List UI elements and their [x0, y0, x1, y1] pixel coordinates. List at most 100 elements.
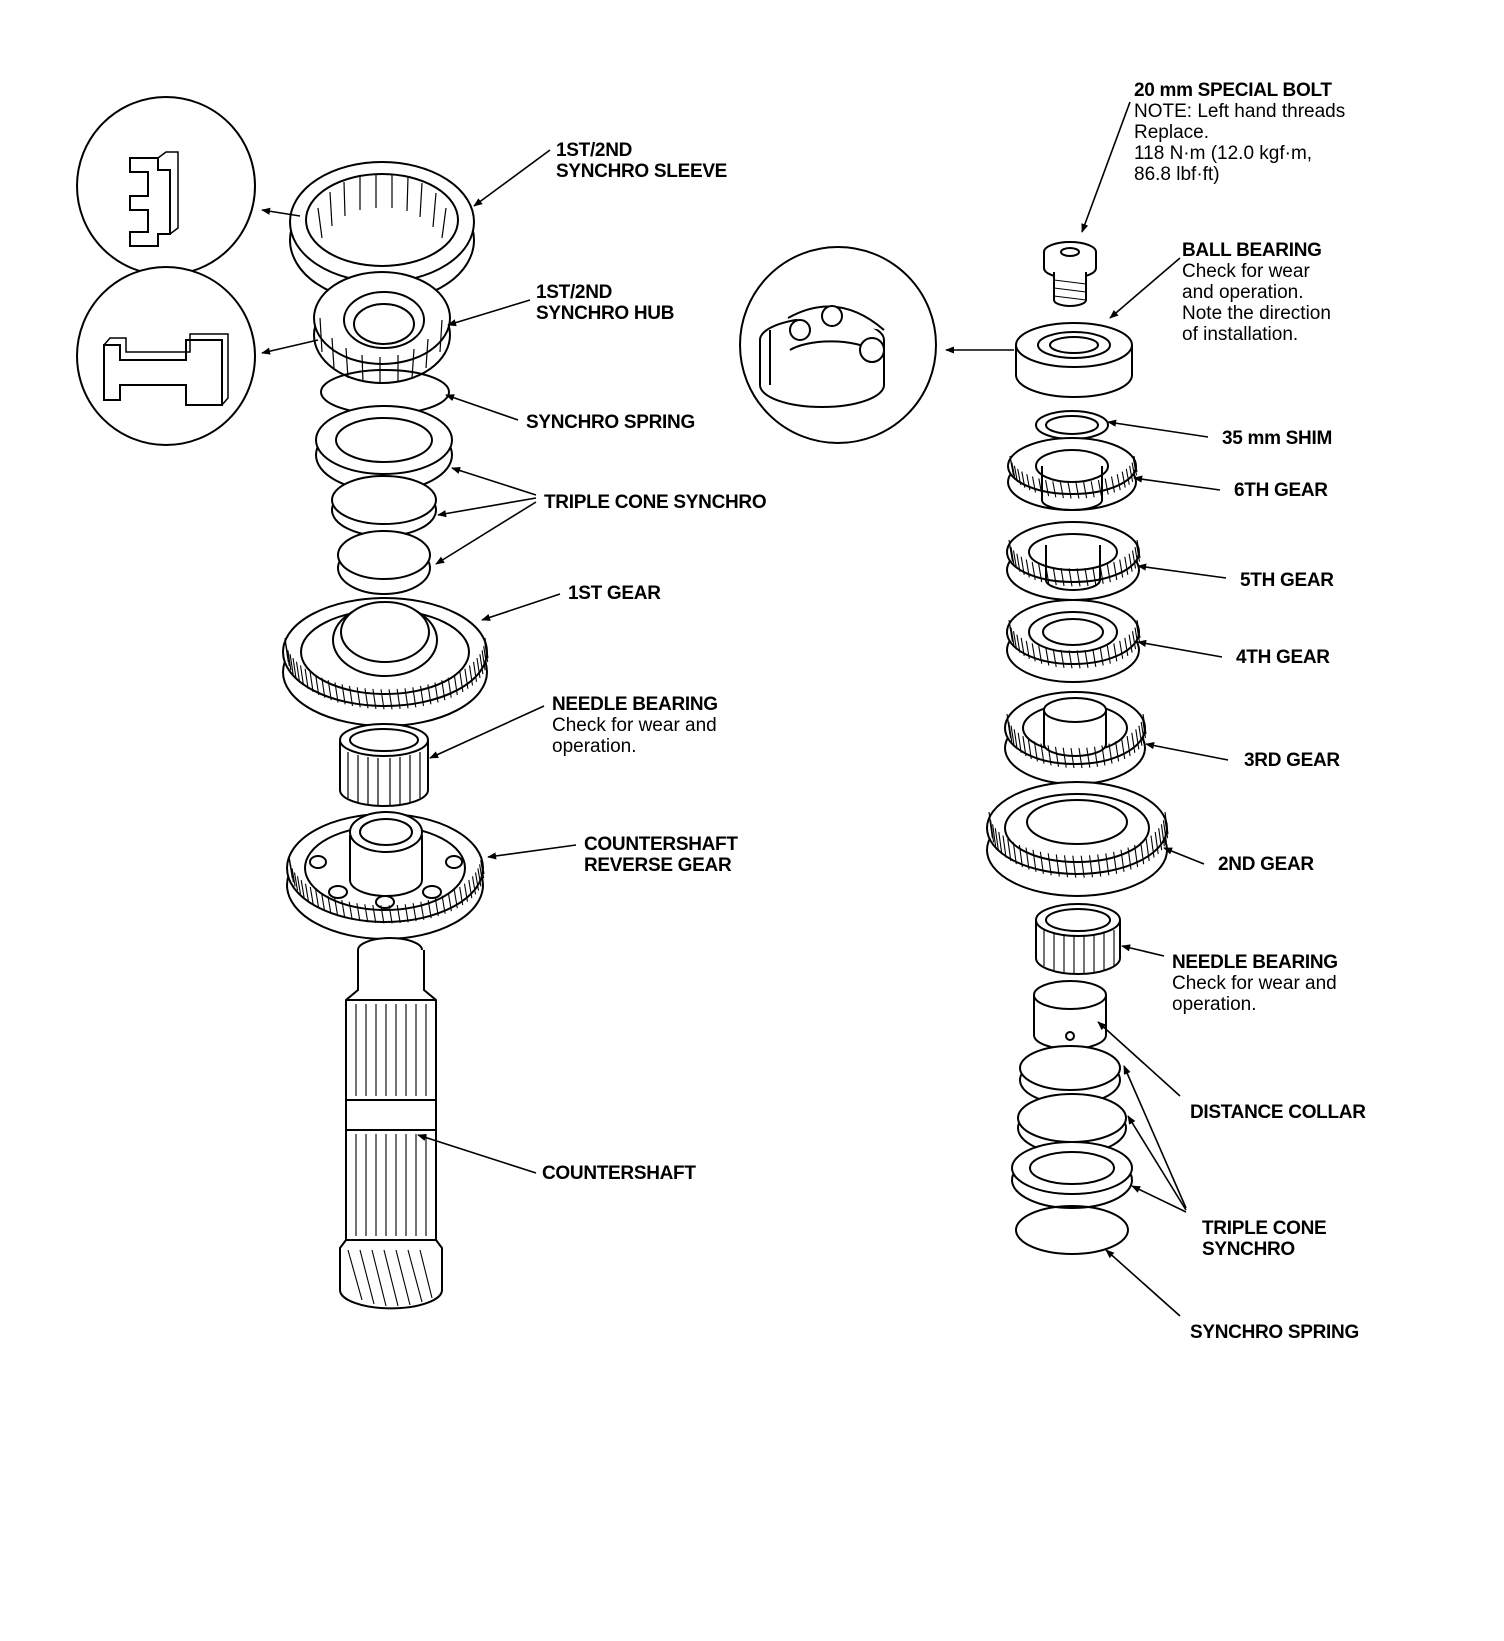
gear-tooth-line [388, 905, 393, 924]
gear-tooth-line [1078, 748, 1083, 769]
gear-tooth-line [356, 687, 361, 708]
gear-tooth-line [1134, 844, 1139, 868]
gear-tooth-line [1124, 637, 1129, 656]
gear-tooth-line [321, 677, 326, 698]
label-first-gear-text: 1ST GEAR [568, 583, 661, 604]
gear-tooth-line [287, 650, 292, 671]
gear-tooth-line [1021, 471, 1026, 488]
gear-tooth-line [1076, 568, 1081, 587]
gear-tooth-line [1160, 824, 1165, 847]
gear-tooth-line [396, 688, 401, 709]
gear-tooth-line [1116, 474, 1121, 491]
label-ball-bearing: BALL BEARING Check for wear and operatio… [1182, 240, 1331, 345]
gear-tooth-line [1141, 717, 1147, 739]
gear-tooth-line [1145, 838, 1150, 862]
gear-tooth-line [356, 903, 361, 922]
gear-tooth-line [471, 876, 477, 895]
gear-tooth-line [1097, 479, 1102, 497]
first-gear-part [282, 597, 489, 727]
mainshaft-synchro-spring-ring [1015, 1205, 1129, 1255]
gear-tooth-line [1093, 746, 1099, 767]
gear-tooth-line [364, 688, 369, 709]
gear-tooth-line [1133, 455, 1138, 473]
gear-tooth-line [1017, 468, 1022, 485]
gear-tooth-line [404, 904, 409, 923]
gear-tooth-line [1072, 855, 1077, 878]
gear-tooth-line [479, 654, 484, 675]
gear-tooth-line [441, 895, 446, 914]
triple-cone-synchro-rings [315, 405, 453, 595]
gear-tooth-line [1158, 828, 1163, 851]
gear-tooth-line [441, 680, 446, 701]
label-synchro-spring-right: SYNCHRO SPRING [1190, 1322, 1359, 1343]
ball-bearing-cutaway-detail [739, 246, 937, 444]
gear-tooth-line [1084, 649, 1089, 668]
gear-tooth-line [1013, 729, 1018, 750]
gear-tooth-line [1084, 567, 1089, 587]
gear-tooth-line [1113, 643, 1118, 662]
gear-tooth-line [348, 901, 353, 920]
gear-tooth-line [1059, 481, 1064, 499]
gear-tooth-line [988, 816, 993, 839]
gear-tooth-line [480, 855, 485, 875]
gear-tooth-line [1080, 855, 1085, 878]
label-special-bolt: 20 mm SPECIAL BOLT NOTE: Left hand threa… [1134, 80, 1345, 185]
special-bolt-part [1043, 241, 1097, 307]
mainshaft-needle-bearing-part [1035, 903, 1121, 975]
gear-tooth-line [372, 688, 377, 709]
gear-tooth-line [1131, 732, 1136, 753]
gear-tooth-line [1154, 831, 1159, 855]
gear-tooth-line [372, 904, 377, 924]
label-sixth-gear-text: 6TH GEAR [1234, 480, 1328, 501]
gear-tooth-line [1164, 811, 1169, 835]
label-special-bolt-note2: Replace. [1134, 122, 1209, 143]
gear-tooth-line [299, 665, 305, 686]
gear-tooth-line [1125, 468, 1130, 485]
gear-tooth-line [1008, 721, 1013, 742]
label-special-bolt-title: 20 mm SPECIAL BOLT [1134, 80, 1332, 101]
gear-tooth-line [1068, 568, 1073, 587]
gear-tooth-line [1017, 732, 1022, 753]
gear-tooth-line [341, 684, 346, 705]
gear-tooth-line [1099, 647, 1104, 666]
gear-tooth-line [1020, 556, 1025, 575]
label-countershaft-text: COUNTERSHAFT [542, 1163, 696, 1184]
gear-tooth-line [1052, 648, 1057, 667]
gear-tooth-line [1010, 547, 1015, 566]
gear-tooth-line [453, 890, 458, 909]
leader-lines [261, 101, 1229, 1317]
label-special-bolt-note3: 118 N·m (12.0 kgf·m, [1134, 143, 1313, 164]
gear-tooth-line [1045, 479, 1050, 497]
gear-tooth-line [1106, 645, 1111, 664]
gear-tooth-line [1127, 847, 1132, 870]
gear-tooth-line [1002, 835, 1007, 858]
gear-tooth-line [1164, 816, 1169, 839]
gear-tooth-line [1131, 631, 1137, 650]
gear-tooth-line [1113, 561, 1118, 581]
gear-tooth-line [1076, 650, 1081, 669]
mainshaft-triple-cone-rings [1011, 1045, 1133, 1209]
gear-tooth-line [295, 661, 301, 682]
gear-tooth-line [1068, 650, 1073, 669]
gear-tooth-line [388, 689, 393, 710]
gear-tooth-line [1101, 745, 1106, 766]
gear-tooth-line [1083, 481, 1088, 499]
gear-tooth-line [1131, 550, 1137, 569]
gear-tooth-line [480, 860, 485, 879]
gear-tooth-line [1060, 567, 1065, 587]
gear-tooth-line [1150, 835, 1155, 858]
gear-tooth-line [1022, 735, 1027, 757]
gear-tooth-line [468, 665, 474, 686]
gear-tooth-line [1092, 567, 1097, 586]
gear-tooth-line [1124, 556, 1129, 575]
gear-tooth-line [1047, 745, 1052, 766]
gear-tooth-line [1135, 729, 1140, 750]
gear-tooth-line [990, 820, 995, 843]
label-synchro-spring-left: SYNCHRO SPRING [526, 412, 695, 433]
gear-tooth-line [304, 883, 310, 902]
gear-tooth-line [309, 886, 314, 906]
gear-tooth-line [1052, 567, 1057, 586]
label-needle-bearing-right-note2: operation. [1172, 994, 1257, 1015]
gear-tooth-line [300, 880, 305, 899]
label-needle-bearing-left-note2: operation. [552, 736, 637, 757]
